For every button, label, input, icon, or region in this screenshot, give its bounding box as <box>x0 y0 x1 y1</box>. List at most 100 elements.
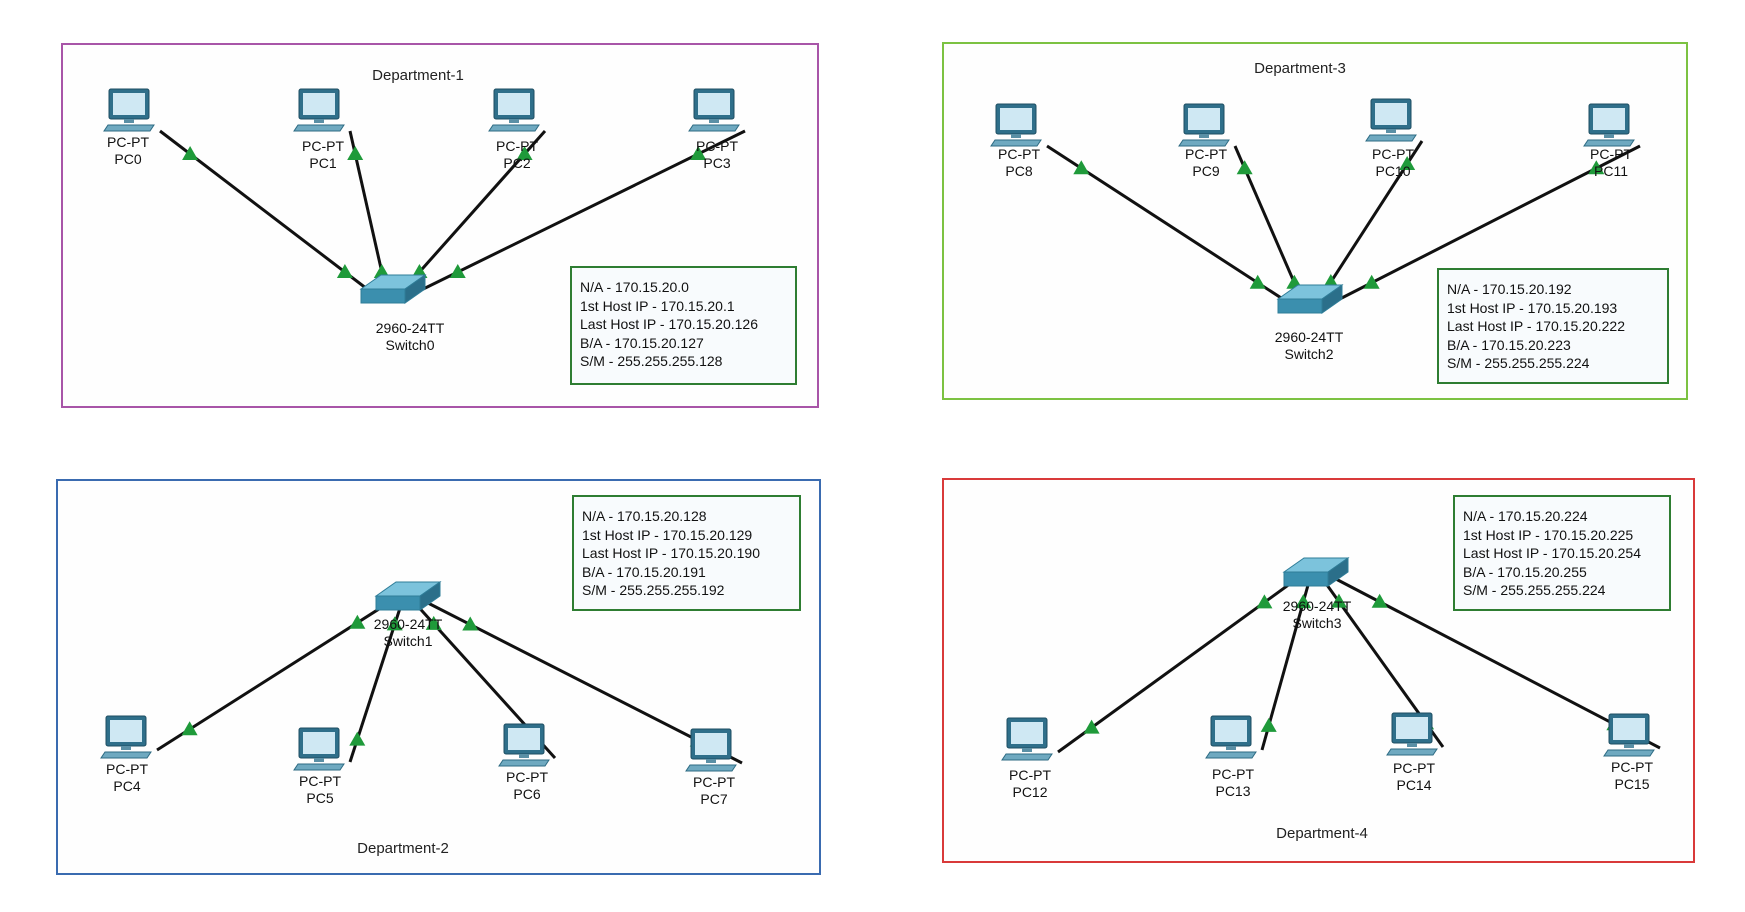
switch-name: Switch1 <box>383 633 433 649</box>
switch-icon[interactable] <box>1282 557 1350 587</box>
pc-model: PC-PT <box>1185 146 1227 162</box>
subnet-info-note[interactable]: N/A - 170.15.20.0 1st Host IP - 170.15.20… <box>570 266 797 385</box>
pc-icon[interactable] <box>293 88 345 132</box>
pc-name: PC6 <box>513 786 541 802</box>
switch-model: 2960-24TT <box>1274 329 1344 345</box>
subnet-info-line: 1st Host IP - 170.15.20.129 <box>582 526 753 543</box>
ethernet-link[interactable] <box>410 129 746 297</box>
link-light-icon <box>1256 594 1273 609</box>
pc-name: PC13 <box>1215 783 1251 799</box>
pc-name: PC3 <box>703 155 731 171</box>
subnet-info-line: B/A - 170.15.20.191 <box>582 563 706 580</box>
pc-model: PC-PT <box>696 138 738 154</box>
ethernet-link[interactable] <box>1327 144 1641 307</box>
link-light-icon <box>349 731 366 746</box>
link-light-icon <box>690 145 707 160</box>
pc-model: PC-PT <box>299 773 341 789</box>
subnet-info-line: Last Host IP - 170.15.20.254 <box>1463 545 1641 561</box>
pc-icon[interactable] <box>1001 717 1053 761</box>
pc-icon[interactable] <box>1603 713 1655 757</box>
pc-icon[interactable] <box>498 723 550 767</box>
pc-icon[interactable] <box>1365 98 1417 142</box>
pc-model: PC-PT <box>998 146 1040 162</box>
subnet-info-line: S/M - 255.255.255.224 <box>1447 355 1590 371</box>
pc-icon[interactable] <box>293 727 345 771</box>
switch-icon[interactable] <box>1276 284 1344 314</box>
switch-icon[interactable] <box>359 274 427 304</box>
pc-icon[interactable] <box>990 103 1042 147</box>
link-light-icon <box>347 145 364 160</box>
link-light-icon <box>449 264 466 279</box>
pc-icon[interactable] <box>685 728 737 772</box>
subnet-info-line: N/A - 170.15.20.192 <box>1447 281 1572 297</box>
switch-icon[interactable] <box>374 581 442 611</box>
pc-name: PC5 <box>306 790 334 806</box>
link-light-icon <box>349 614 366 629</box>
pc-icon[interactable] <box>1583 103 1635 147</box>
link-light-icon <box>336 264 353 279</box>
pc-name: PC9 <box>1192 163 1220 179</box>
pc-name: PC4 <box>113 778 141 794</box>
department-title: Department-1 <box>372 67 464 84</box>
link-light-icon <box>1260 717 1277 732</box>
pc-name: PC15 <box>1614 776 1650 792</box>
pc-model: PC-PT <box>1372 146 1414 162</box>
pc-icon[interactable] <box>688 88 740 132</box>
pc-name: PC2 <box>503 155 531 171</box>
link-light-icon <box>1588 160 1605 175</box>
pc-icon[interactable] <box>1205 715 1257 759</box>
ethernet-link[interactable] <box>1333 576 1661 750</box>
switch-name: Switch3 <box>1292 615 1342 631</box>
link-light-icon <box>1073 160 1090 175</box>
link-light-icon <box>1295 594 1312 609</box>
link-light-icon <box>1236 160 1253 175</box>
subnet-info-line: N/A - 170.15.20.0 <box>580 279 689 295</box>
switch-name: Switch2 <box>1284 346 1334 362</box>
subnet-info-line: B/A - 170.15.20.127 <box>580 334 704 351</box>
subnet-info-line: Last Host IP - 170.15.20.222 <box>1447 318 1625 334</box>
pc-icon[interactable] <box>1386 712 1438 756</box>
pc-name: PC14 <box>1396 777 1432 793</box>
pc-icon[interactable] <box>103 88 155 132</box>
pc-model: PC-PT <box>1212 766 1254 782</box>
department-title: Department-2 <box>357 840 449 857</box>
pc-model: PC-PT <box>1590 146 1632 162</box>
pc-model: PC-PT <box>107 134 149 150</box>
link-light-icon <box>181 721 198 736</box>
subnet-info-line: 1st Host IP - 170.15.20.1 <box>580 297 735 314</box>
pc-name: PC7 <box>700 791 728 807</box>
subnet-info-line: B/A - 170.15.20.255 <box>1463 563 1587 580</box>
pc-name: PC12 <box>1012 784 1048 800</box>
ethernet-link[interactable] <box>425 600 743 765</box>
link-light-icon <box>425 615 442 630</box>
pc-icon[interactable] <box>1178 103 1230 147</box>
pc-icon[interactable] <box>488 88 540 132</box>
subnet-info-line: N/A - 170.15.20.224 <box>1463 508 1588 524</box>
subnet-info-line: S/M - 255.255.255.128 <box>580 353 723 369</box>
pc-icon[interactable] <box>100 715 152 759</box>
subnet-info-line: B/A - 170.15.20.223 <box>1447 336 1571 353</box>
subnet-info-line: S/M - 255.255.255.192 <box>582 582 725 598</box>
link-light-icon <box>1371 593 1388 608</box>
pc-name: PC11 <box>1594 163 1628 179</box>
link-light-icon <box>462 616 479 631</box>
pc-model: PC-PT <box>106 761 148 777</box>
switch-model: 2960-24TT <box>373 616 443 632</box>
